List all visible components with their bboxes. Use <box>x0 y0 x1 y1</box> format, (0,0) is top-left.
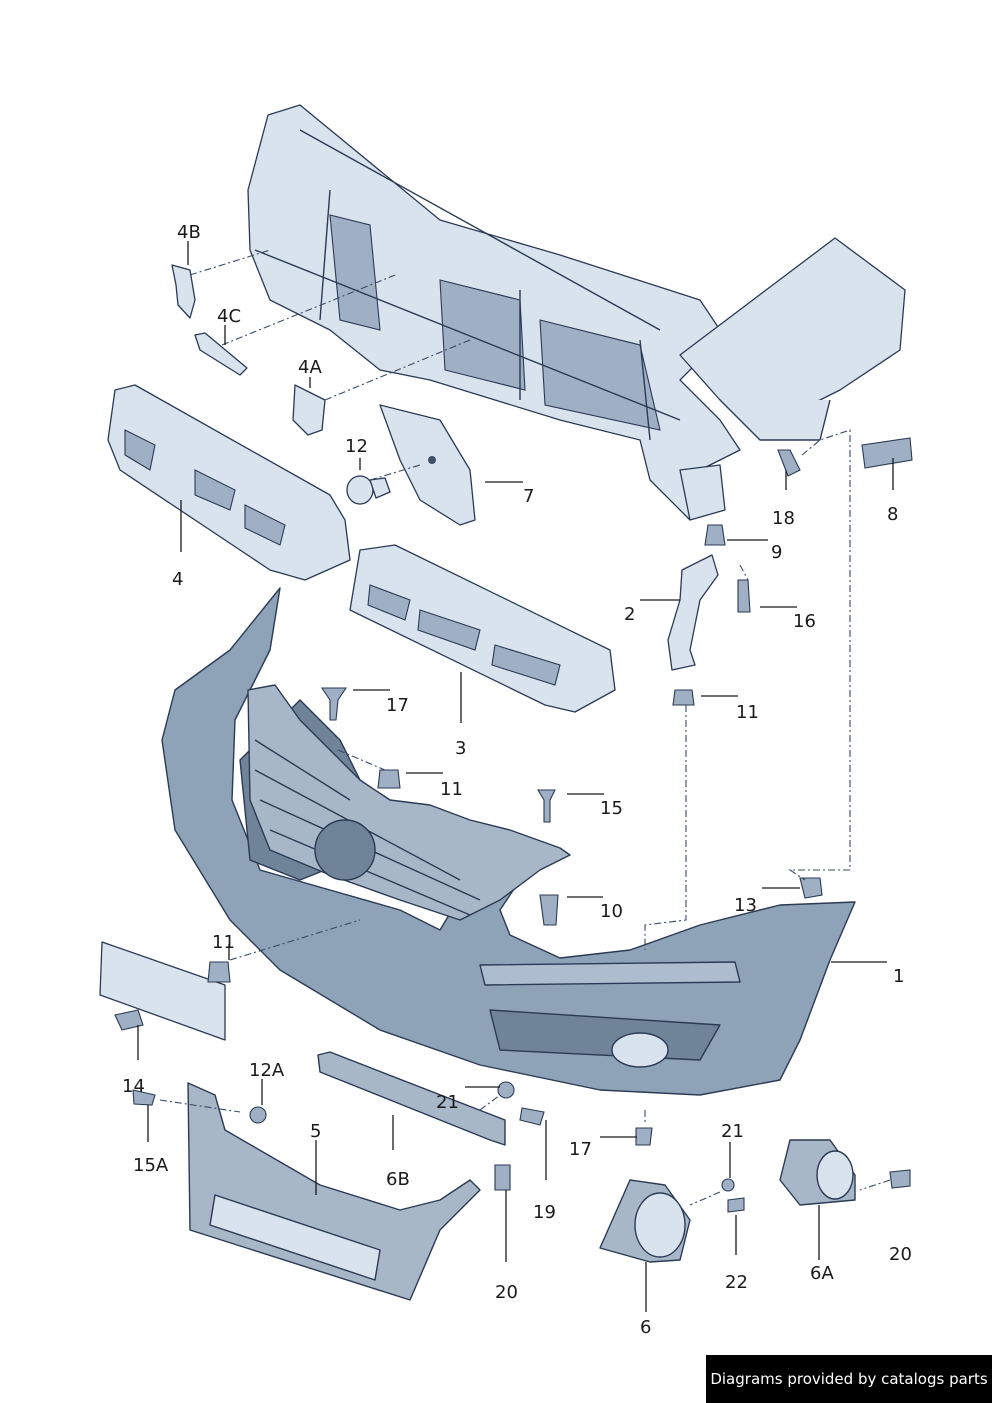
callout-4A: 4A <box>298 357 322 378</box>
part-6-fog-frame <box>599 1179 691 1263</box>
license-plate-holder <box>99 941 226 1041</box>
part-7 <box>379 404 476 526</box>
callout-19: 19 <box>533 1202 556 1223</box>
callout-4: 4 <box>172 569 183 590</box>
part-12 <box>346 475 391 505</box>
callout-11a: 11 <box>736 702 759 723</box>
callout-20a: 20 <box>495 1282 518 1303</box>
callout-21a: 21 <box>436 1092 459 1113</box>
part-5-lower-panel <box>187 1082 481 1301</box>
part-4B <box>171 264 196 319</box>
callout-21b: 21 <box>721 1121 744 1142</box>
assembly-lines <box>159 249 891 1206</box>
callout-16: 16 <box>793 611 816 632</box>
part-6B-strip <box>317 1051 506 1146</box>
callout-18: 18 <box>772 508 795 529</box>
callout-17a: 17 <box>386 695 409 716</box>
callout-1: 1 <box>893 966 904 987</box>
callout-15A: 15A <box>133 1155 169 1176</box>
callout-11b: 11 <box>440 779 463 800</box>
callout-12: 12 <box>345 436 368 457</box>
callout-13: 13 <box>734 895 757 916</box>
part-4-absorber <box>107 384 351 581</box>
callout-22: 22 <box>725 1272 748 1293</box>
callout-4B: 4B <box>177 222 201 243</box>
callout-labels: 1 2 3 4 4A 4B 4C 5 6 6A 6B 7 8 9 10 11 1… <box>122 222 912 1338</box>
part-3-absorber <box>349 544 616 713</box>
callout-4C: 4C <box>217 306 241 327</box>
callout-15: 15 <box>600 798 623 819</box>
callout-17b: 17 <box>569 1139 592 1160</box>
leader-lines <box>137 241 894 1312</box>
callout-6: 6 <box>640 1317 651 1338</box>
callout-2: 2 <box>624 604 635 625</box>
part-4C <box>194 332 248 376</box>
part-4A <box>292 384 326 436</box>
callout-7: 7 <box>523 486 534 507</box>
callout-12A: 12A <box>249 1060 285 1081</box>
callout-5: 5 <box>310 1121 321 1142</box>
callout-6A: 6A <box>810 1263 834 1284</box>
watermark-banner: Diagrams provided by catalogs parts <box>706 1355 992 1403</box>
callout-3: 3 <box>455 738 466 759</box>
callout-9: 9 <box>771 542 782 563</box>
part-6A-fog-frame <box>779 1139 856 1206</box>
hardware-items <box>114 437 913 1213</box>
radiator-grille <box>247 684 571 921</box>
callout-6B: 6B <box>386 1169 410 1190</box>
callout-10: 10 <box>600 901 623 922</box>
callout-11c: 11 <box>212 932 235 953</box>
callout-20b: 20 <box>889 1244 912 1265</box>
callout-14: 14 <box>122 1076 145 1097</box>
callout-8: 8 <box>887 504 898 525</box>
part-2-bracket <box>667 554 719 671</box>
front-end-carrier <box>247 104 906 521</box>
